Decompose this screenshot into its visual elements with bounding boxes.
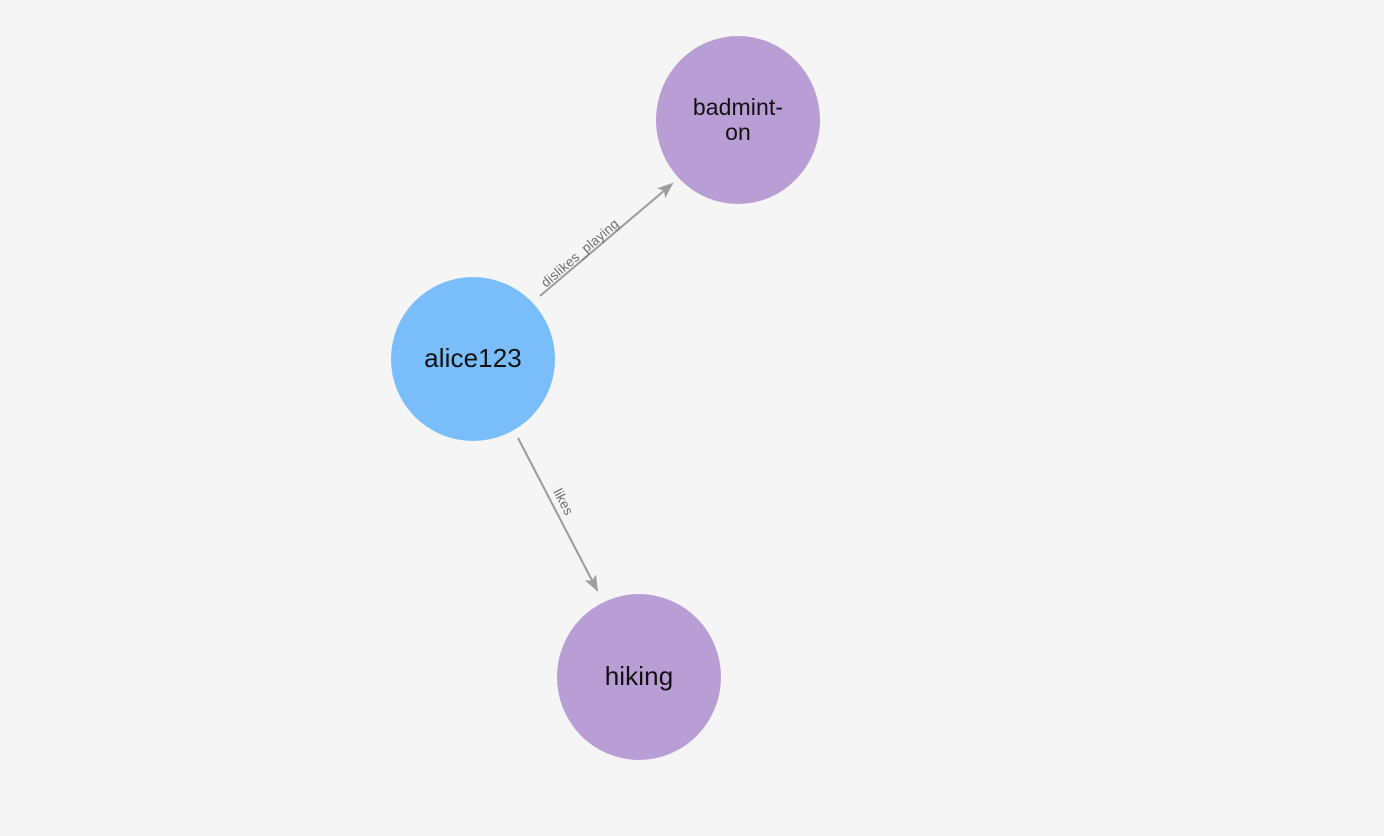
- graph-node-badminton[interactable]: badmint- on: [656, 36, 820, 204]
- graph-node-alice123[interactable]: alice123: [391, 277, 555, 441]
- edge-dislikes-playing-line[interactable]: [539, 182, 674, 297]
- graph-node-hiking[interactable]: hiking: [557, 594, 721, 760]
- edge-likes-line[interactable]: [517, 437, 598, 592]
- node-label-alice123: alice123: [424, 343, 522, 374]
- node-label-hiking: hiking: [604, 661, 674, 692]
- node-label-badminton: badmint- on: [692, 94, 784, 145]
